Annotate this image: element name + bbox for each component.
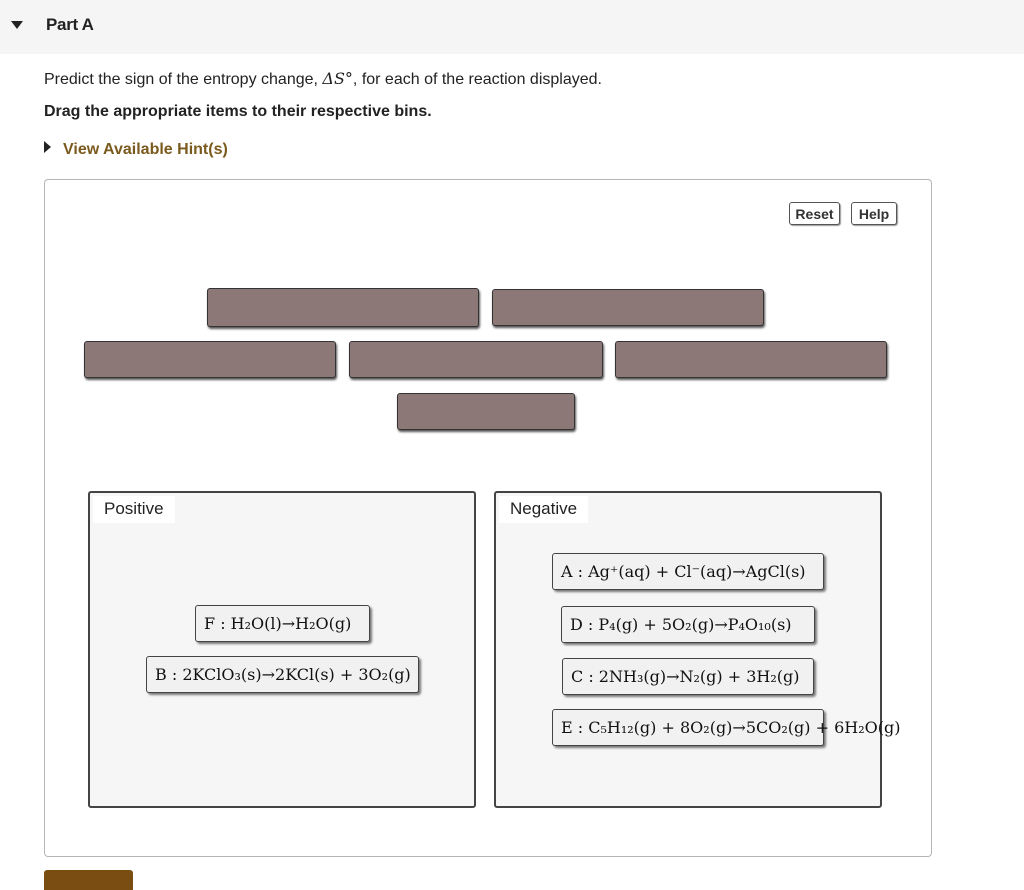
part-header[interactable]: Part A	[0, 0, 1024, 54]
bin-positive-label: Positive	[93, 496, 175, 523]
reaction-tile-a[interactable]: A : Ag⁺(aq) + Cl⁻(aq)→AgCl(s)	[552, 553, 824, 590]
reaction-tile-c[interactable]: C : 2NH₃(g)→N₂(g) + 3H₂(g)	[562, 658, 814, 695]
bin-positive[interactable]: Positive	[88, 491, 476, 808]
collapse-caret-icon[interactable]	[11, 21, 23, 29]
prompt-text-start: Predict the sign of the entropy change,	[44, 71, 318, 88]
view-hints-link[interactable]: View Available Hint(s)	[44, 141, 228, 159]
empty-slot[interactable]	[349, 341, 603, 378]
help-button[interactable]: Help	[851, 202, 897, 225]
reaction-tile-f[interactable]: F : H₂O(l)→H₂O(g)	[195, 605, 370, 642]
bin-negative-label: Negative	[499, 496, 589, 523]
empty-slot[interactable]	[397, 393, 575, 430]
submit-button[interactable]	[44, 870, 133, 890]
empty-slot[interactable]	[207, 288, 479, 327]
empty-slot[interactable]	[615, 341, 887, 378]
question-prompt: Predict the sign of the entropy change, …	[44, 69, 602, 89]
bin-negative[interactable]: Negative	[494, 491, 882, 808]
reaction-tile-e[interactable]: E : C₅H₁₂(g) + 8O₂(g)→5CO₂(g) + 6H₂O(g)	[552, 709, 900, 746]
empty-slot[interactable]	[492, 289, 764, 326]
entropy-symbol: ΔS°	[322, 69, 353, 88]
expand-triangle-icon	[44, 141, 51, 153]
part-title: Part A	[46, 15, 94, 34]
reset-button[interactable]: Reset	[789, 202, 840, 225]
empty-slot[interactable]	[84, 341, 336, 378]
reaction-tile-b[interactable]: B : 2KClO₃(s)→2KCl(s) + 3O₂(g)	[146, 656, 419, 693]
prompt-text-end: , for each of the reaction displayed.	[352, 71, 602, 88]
reaction-tile-d[interactable]: D : P₄(g) + 5O₂(g)→P₄O₁₀(s)	[561, 606, 815, 643]
instruction-text: Drag the appropriate items to their resp…	[44, 103, 432, 120]
hint-label: View Available Hint(s)	[63, 141, 228, 158]
